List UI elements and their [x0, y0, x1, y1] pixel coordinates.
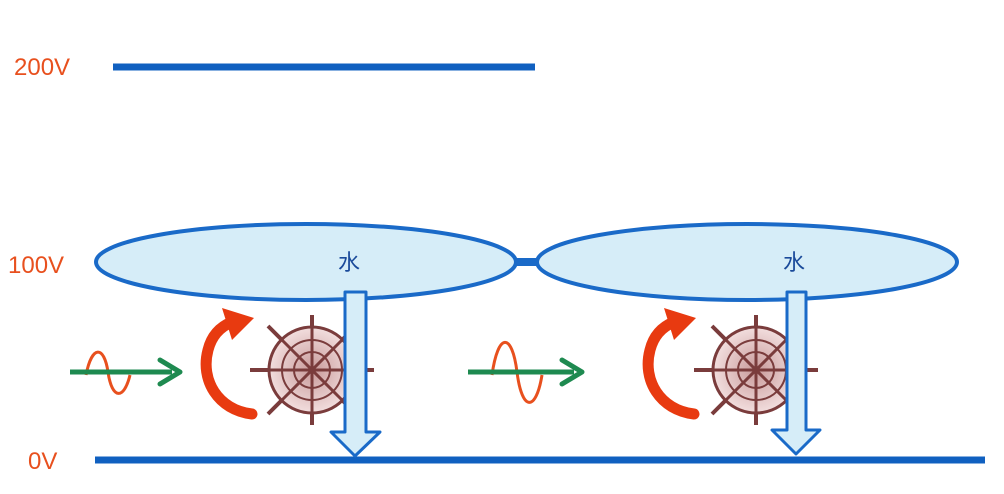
rotation-arrow-icon [642, 308, 700, 420]
arrow-right-icon [70, 357, 183, 387]
tank-label-2: 水 [783, 251, 805, 276]
voltage-label-0v: 0V [28, 448, 58, 475]
voltage-label-100v: 100V [8, 252, 65, 279]
water-wheel-icon [694, 315, 818, 425]
water-tank-1 [94, 222, 518, 302]
arrow-right-icon [468, 357, 585, 387]
water-tank-2 [535, 222, 959, 302]
voltage-label-200v: 200V [14, 54, 71, 81]
flow-down-arrow-icon [770, 290, 822, 456]
flow-down-arrow-icon [329, 290, 382, 458]
tank-label-1: 水 [338, 251, 360, 276]
rotation-arrow-icon [200, 308, 258, 420]
